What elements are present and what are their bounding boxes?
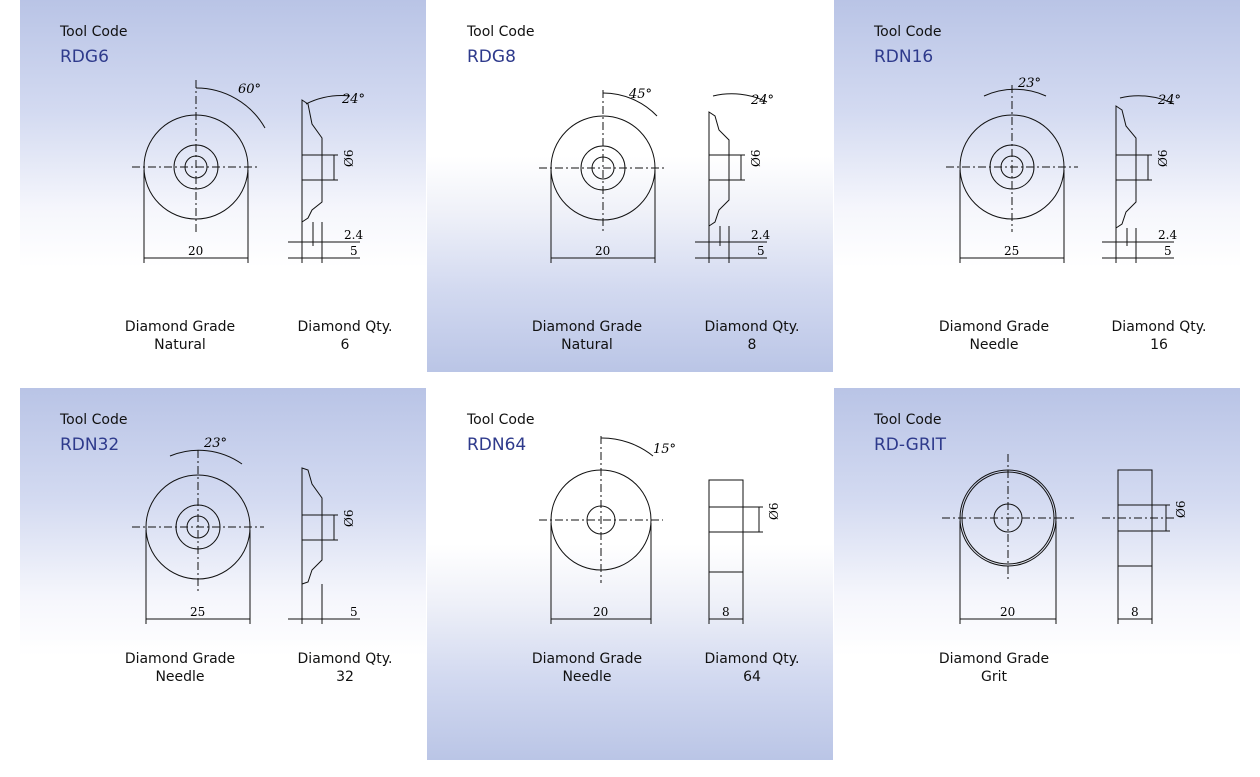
tool-code-label: Tool Code (874, 412, 942, 428)
diameter-label: 20 (595, 244, 610, 258)
diameter-label: 20 (1000, 605, 1015, 619)
diamond-qty-label: Diamond Qty. (704, 319, 800, 335)
diamond-qty-label: Diamond Qty. (704, 651, 800, 667)
diamond-qty: Diamond Qty. 32 (290, 650, 400, 686)
diamond-grade: Diamond Grade Needle (919, 318, 1069, 354)
tool-card-rdg8: Tool Code RDG8 45° 24° Ø6 (427, 0, 833, 372)
diamond-qty: Diamond Qty. 16 (1104, 318, 1214, 354)
diamond-qty-value: 6 (340, 337, 350, 353)
bore-label: Ø6 (749, 150, 763, 167)
tool-code-label: Tool Code (467, 412, 535, 428)
angle-front-label: 23° (1017, 76, 1041, 91)
tool-code: RDG8 (467, 47, 516, 67)
diamond-grade-value: Natural (561, 337, 613, 353)
diamond-grade-label: Diamond Grade (531, 651, 643, 667)
thickness-2-label: 5 (1164, 244, 1172, 258)
technical-drawing: 45° 24° Ø6 20 2.4 5 (539, 87, 774, 263)
angle-side-label: 24° (1157, 93, 1181, 108)
thickness-label: 5 (350, 605, 358, 619)
tool-card-rd-grit: Tool Code RD-GRIT Ø6 20 8 Diamond Gra (834, 388, 1240, 760)
diamond-grade: Diamond Grade Needle (512, 650, 662, 686)
tool-code: RDN16 (874, 47, 934, 67)
bore-label: Ø6 (342, 150, 356, 167)
bore-label: Ø6 (1174, 501, 1188, 518)
angle-side-label: 24° (341, 92, 365, 107)
diamond-qty: Diamond Qty. 6 (290, 318, 400, 354)
diamond-qty-value: 64 (743, 669, 761, 685)
diamond-qty-value: 32 (336, 669, 354, 685)
diamond-grade-value: Grit (981, 669, 1007, 685)
angle-front-label: 60° (238, 82, 261, 97)
tool-card-rdn16: Tool Code RDN16 23° 24° Ø6 (834, 0, 1240, 372)
diamond-qty-value: 16 (1150, 337, 1168, 353)
bore-label: Ø6 (767, 503, 781, 520)
diamond-grade-label: Diamond Grade (124, 319, 236, 335)
diameter-label: 20 (188, 244, 203, 258)
diamond-grade-value: Natural (154, 337, 206, 353)
diamond-grade-value: Needle (155, 669, 205, 685)
technical-drawing: 60° 24° Ø6 20 2.4 5 (132, 80, 365, 263)
diamond-qty-label: Diamond Qty. (297, 651, 393, 667)
angle-front-label: 15° (653, 442, 676, 457)
tool-code: RDN32 (60, 435, 120, 455)
tool-code-label: Tool Code (467, 24, 535, 40)
diamond-qty-label: Diamond Qty. (297, 319, 393, 335)
diamond-grade-label: Diamond Grade (938, 319, 1050, 335)
diamond-grade: Diamond Grade Natural (105, 318, 255, 354)
diamond-grade-label: Diamond Grade (938, 651, 1050, 667)
thickness-1-label: 2.4 (344, 228, 363, 242)
tool-code-label: Tool Code (60, 412, 128, 428)
angle-side-label: 24° (750, 93, 774, 108)
diamond-qty-value: 8 (747, 337, 757, 353)
diamond-grade: Diamond Grade Natural (512, 318, 662, 354)
technical-drawing: 23° 24° Ø6 25 2.4 5 (946, 76, 1181, 263)
thickness-1-label: 2.4 (1158, 228, 1177, 242)
diamond-grade-value: Needle (562, 669, 612, 685)
tool-code: RD-GRIT (874, 435, 947, 455)
diameter-label: 25 (1004, 244, 1019, 258)
tool-card-rdg6: Tool Code RDG6 60° 24° Ø6 (20, 0, 426, 372)
thickness-2-label: 5 (757, 244, 765, 258)
technical-drawing: 15° Ø6 20 8 (539, 436, 781, 624)
diamond-qty-label: Diamond Qty. (1111, 319, 1207, 335)
diamond-grade-label: Diamond Grade (124, 651, 236, 667)
width-label: 8 (1131, 605, 1139, 619)
technical-drawing: 23° Ø6 25 5 (132, 436, 360, 624)
tool-card-rdn64: Tool Code RDN64 15° Ø6 20 8 Diamond Grad (427, 388, 833, 760)
tool-code-label: Tool Code (874, 24, 942, 40)
tool-code-label: Tool Code (60, 24, 128, 40)
diamond-grade-value: Needle (969, 337, 1019, 353)
diameter-label: 20 (593, 605, 608, 619)
angle-front-label: 45° (628, 87, 652, 102)
tool-card-rdn32: Tool Code RDN32 23° Ø6 25 5 Diamo (20, 388, 426, 760)
tool-code: RDG6 (60, 47, 109, 67)
angle-front-label: 23° (203, 436, 227, 451)
bore-label: Ø6 (1156, 150, 1170, 167)
technical-drawing: Ø6 20 8 (942, 454, 1188, 624)
width-label: 8 (722, 605, 730, 619)
diamond-grade-label: Diamond Grade (531, 319, 643, 335)
diameter-label: 25 (190, 605, 205, 619)
diamond-grade: Diamond Grade Needle (105, 650, 255, 686)
bore-label: Ø6 (342, 510, 356, 527)
diamond-qty: Diamond Qty. 8 (697, 318, 807, 354)
thickness-1-label: 2.4 (751, 228, 770, 242)
tool-code: RDN64 (467, 435, 527, 455)
diamond-qty: Diamond Qty. 64 (697, 650, 807, 686)
thickness-2-label: 5 (350, 244, 358, 258)
diamond-grade: Diamond Grade Grit (919, 650, 1069, 686)
